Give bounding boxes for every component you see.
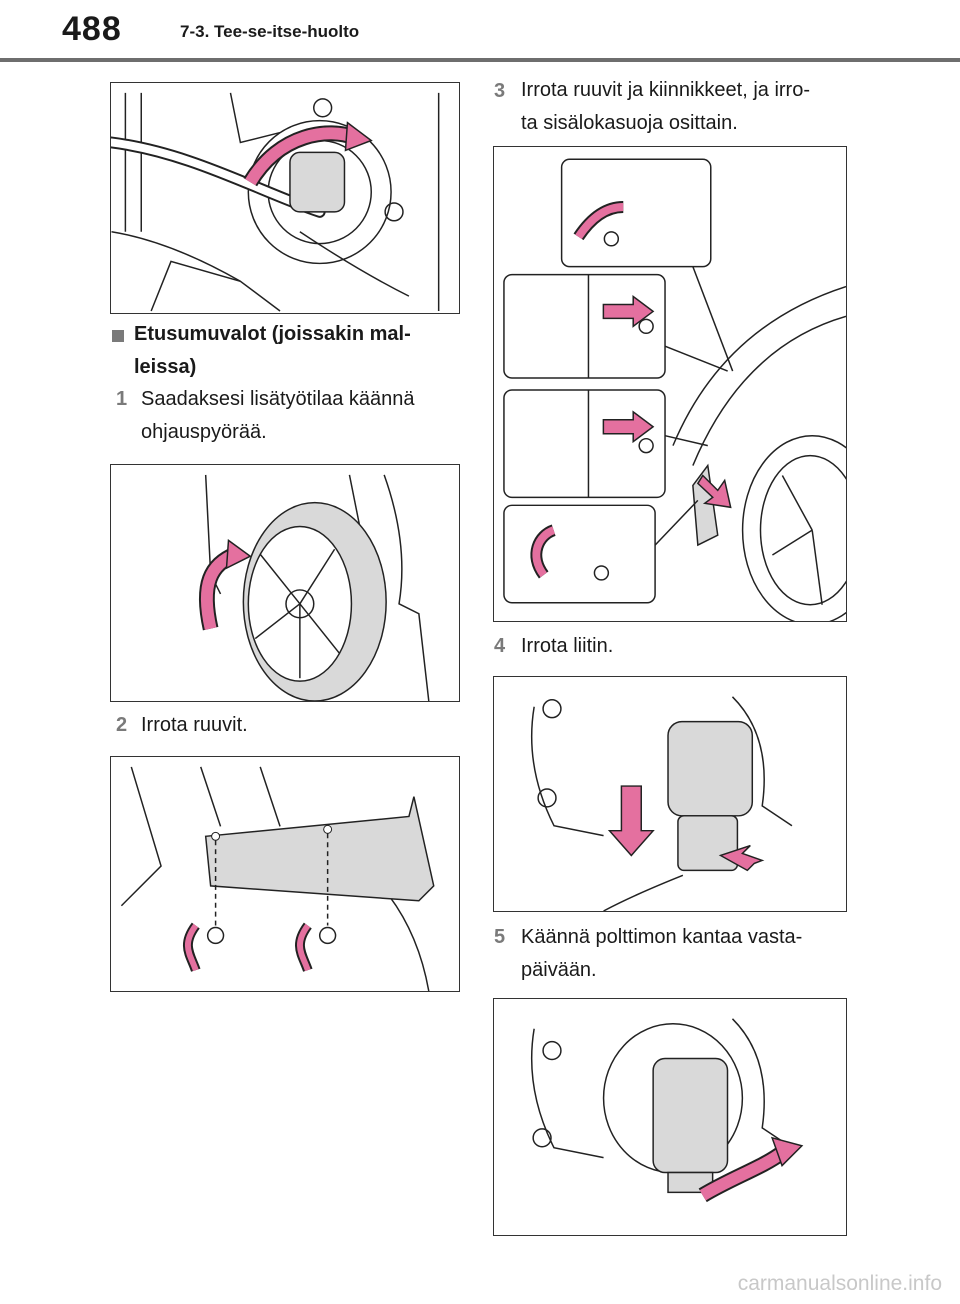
figure-rotate-bulb-base: [493, 998, 847, 1236]
step-4-text: Irrota liitin.: [521, 630, 613, 663]
step-4-number: 4: [494, 635, 506, 657]
step-2-line1: Irrota ruuvit.: [141, 714, 248, 736]
figure-turn-wheel: [110, 464, 460, 702]
chapter-title: 7-3. Tee-se-itse-huolto: [180, 22, 360, 41]
step-3-line1: Irrota ruuvit ja kiinnikkeet, ja irro-: [521, 79, 810, 101]
figure-headlight-bulb: [110, 82, 460, 314]
page-number: 488: [62, 10, 122, 48]
watermark: carmanualsonline.info: [737, 1272, 942, 1295]
section-title-line2: leissa): [134, 356, 197, 378]
step-4-line1: Irrota liitin.: [521, 635, 614, 657]
step-5-number: 5: [494, 926, 506, 948]
section-title-line1: Etusumuvalot (joissakin mal-: [134, 323, 411, 345]
step-5-line1: Käännä polttimon kantaa vasta-: [521, 926, 803, 948]
step-2-text: Irrota ruuvit.: [141, 709, 248, 742]
step-1-number: 1: [116, 388, 128, 410]
step-3-number: 3: [494, 80, 506, 102]
step-2-number: 2: [116, 714, 128, 736]
step-1-text: Saadaksesi lisätyötilaa käännä ohjauspyö…: [141, 383, 415, 449]
step-3-line2: ta sisälokasuoja osittain.: [521, 112, 738, 134]
page-header: 488 7-3. Tee-se-itse-huolto: [0, 0, 960, 62]
step-3-text: Irrota ruuvit ja kiinnikkeet, ja irro- t…: [521, 74, 810, 140]
step-5-line2: päivään.: [521, 959, 597, 981]
section-title: Etusumuvalot (joissakin mal- leissa): [134, 318, 411, 384]
step-5-text: Käännä polttimon kantaa vasta- päivään.: [521, 921, 802, 987]
figure-remove-screws: [110, 756, 460, 992]
step-1-line2: ohjauspyörää.: [141, 421, 267, 443]
section-bullet: [112, 330, 124, 342]
figure-fender-liner: [493, 146, 847, 622]
figure-disconnect-connector: [493, 676, 847, 912]
step-1-line1: Saadaksesi lisätyötilaa käännä: [141, 388, 415, 410]
header-rule: [0, 58, 960, 62]
